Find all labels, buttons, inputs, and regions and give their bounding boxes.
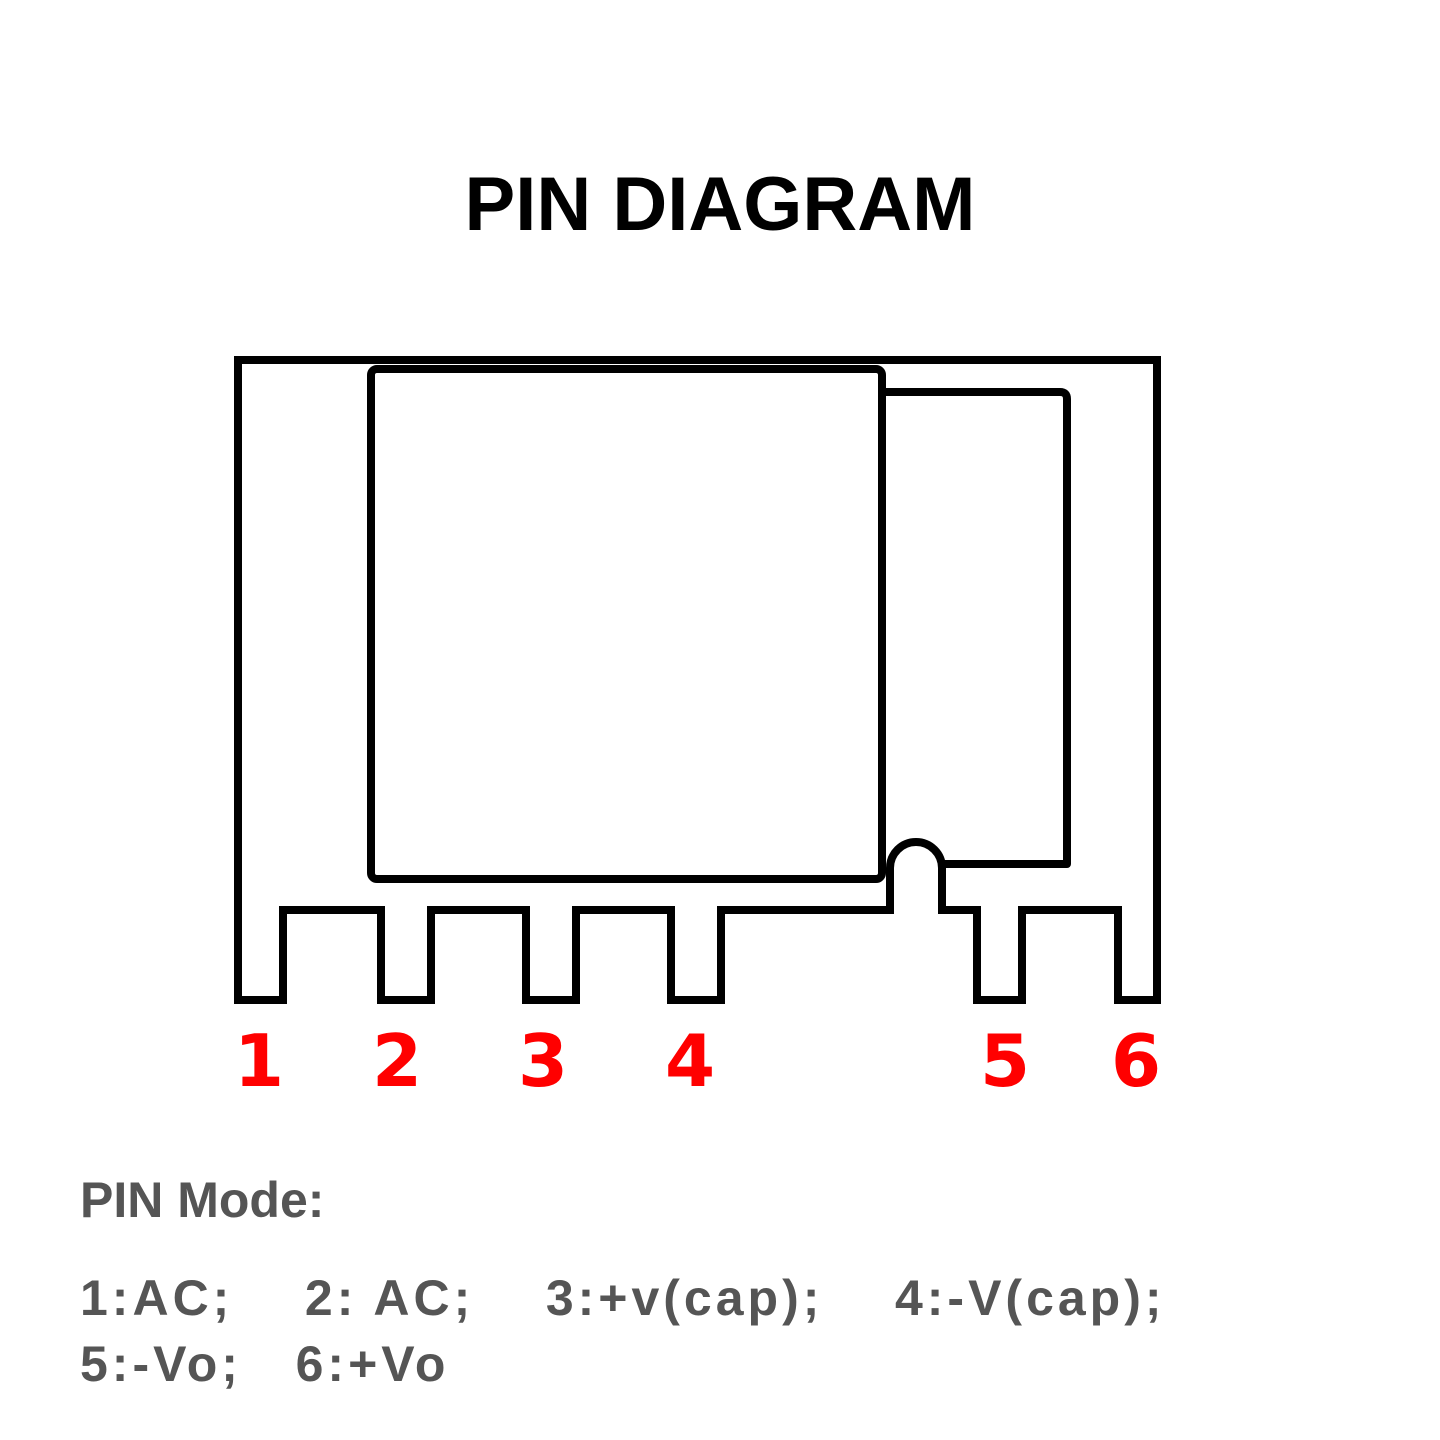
main-block-rect — [367, 365, 886, 883]
package-body-outline — [234, 356, 1161, 1004]
pin-number-4: 4 — [665, 1019, 715, 1103]
pin-number-3: 3 — [518, 1019, 568, 1103]
page-title: PIN DIAGRAM — [464, 162, 976, 247]
pin-number-2: 2 — [372, 1019, 422, 1103]
side-block-rect — [883, 388, 1071, 868]
pin-mode-line-2: 5:-Vo; 6:+Vo — [80, 1336, 450, 1392]
pin-mode-line-1: 1:AC; 2: AC; 3:+v(cap); 4:-V(cap); — [80, 1270, 1166, 1326]
pin-number-5: 5 — [980, 1019, 1030, 1103]
pin-number-6: 6 — [1111, 1019, 1161, 1103]
pin-mode-heading: PIN Mode: — [80, 1172, 325, 1228]
pin-number-1: 1 — [234, 1019, 284, 1103]
